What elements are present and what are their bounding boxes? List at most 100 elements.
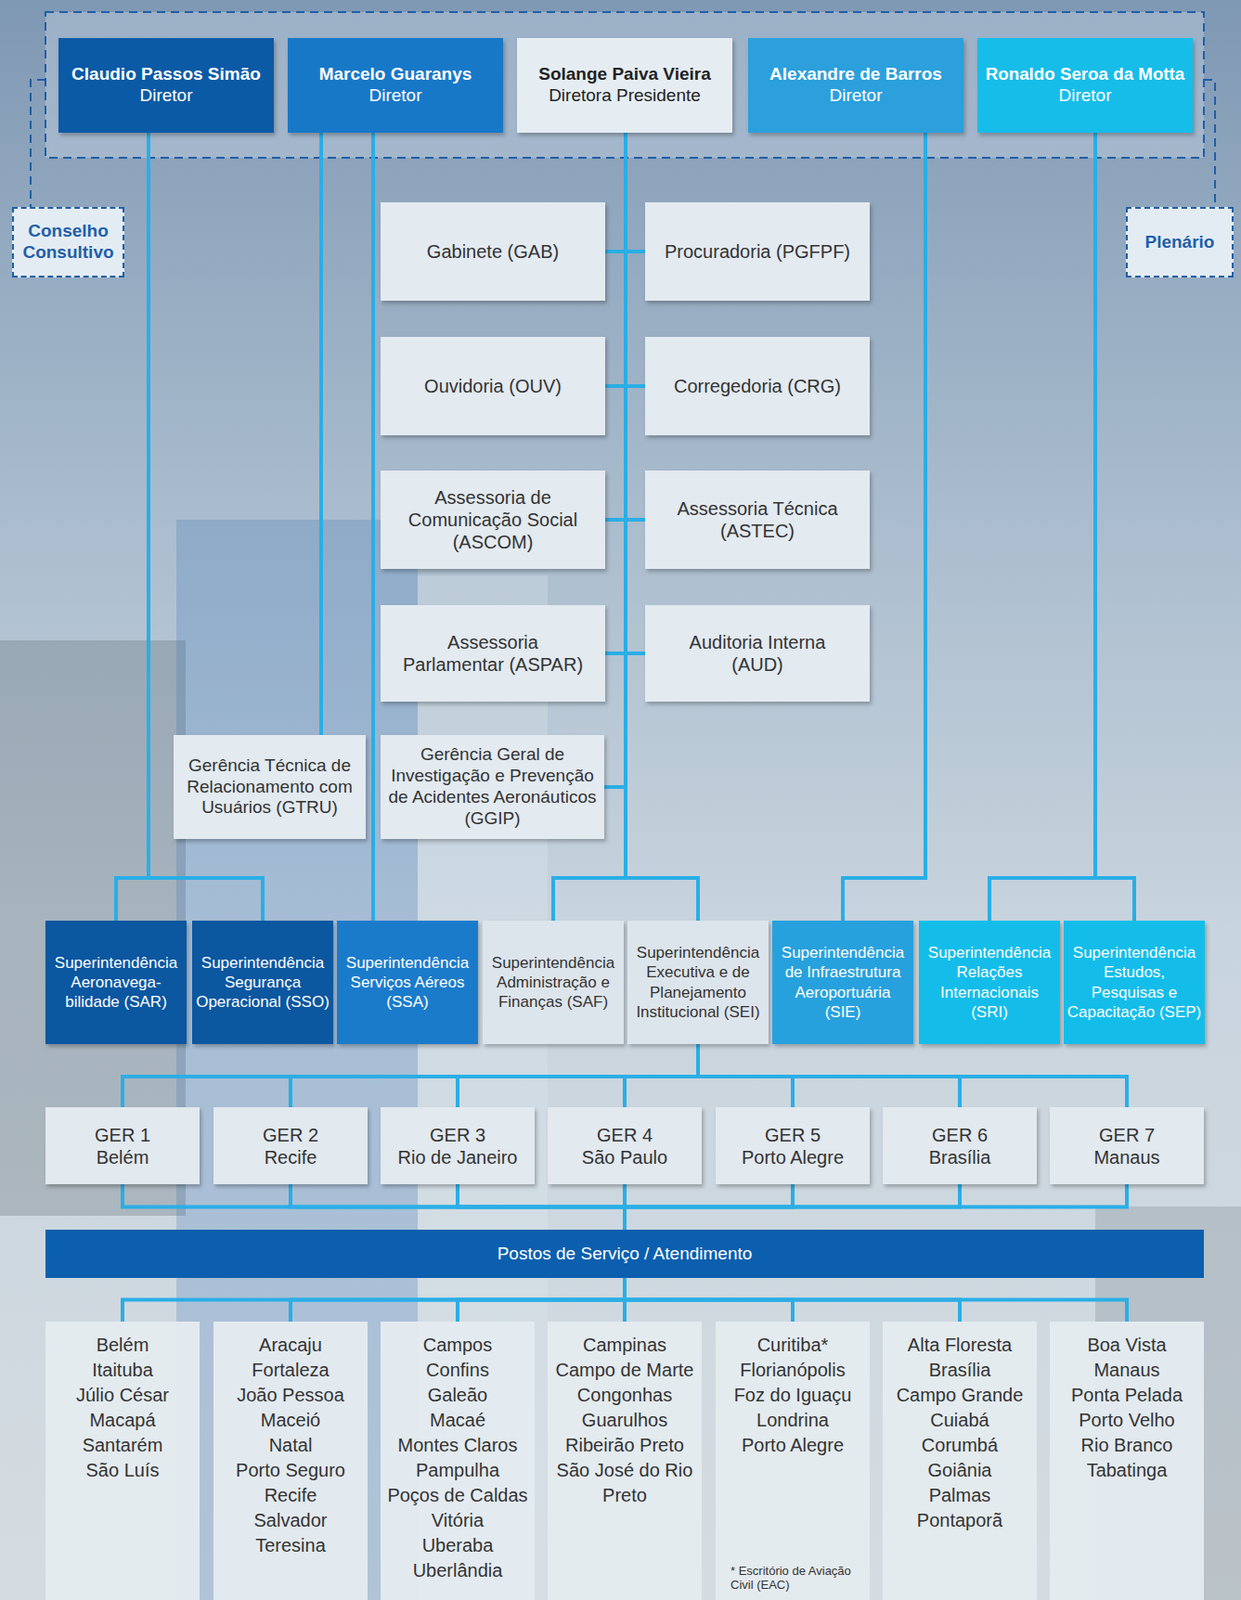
superintendence-box: Superintendência Administração e Finança… bbox=[482, 920, 624, 1045]
post-city: Macaé bbox=[386, 1408, 530, 1434]
post-city: Fortaleza bbox=[219, 1357, 362, 1384]
post-city: Congonhas bbox=[553, 1383, 697, 1409]
post-city: Itaituba bbox=[51, 1357, 194, 1384]
region-city: Rio de Janeiro bbox=[386, 1146, 530, 1169]
org-connector bbox=[290, 1184, 625, 1230]
director-box: Marcelo GuaranysDiretor bbox=[287, 38, 504, 133]
superintendence-box: Superintendência Aeronavega- bilidade (S… bbox=[45, 920, 187, 1045]
post-city: Uberlândia bbox=[386, 1558, 530, 1584]
council-label: Conselho Consultivo bbox=[19, 220, 117, 264]
region-code: GER 5 bbox=[721, 1124, 865, 1147]
director-name: Solange Paiva Vieira bbox=[524, 64, 725, 86]
superintendence-name: Superintendência Segurança Operacional (… bbox=[194, 953, 331, 1013]
post-city: Manaus bbox=[1055, 1357, 1199, 1384]
staff-unit-box: Assessoria de Comunicação Social (ASCOM) bbox=[380, 470, 606, 569]
unit-name: Gabinete (GAB) bbox=[397, 240, 589, 263]
post-city: Corumbá bbox=[888, 1433, 1032, 1459]
director-box: Solange Paiva VieiraDiretora Presidente bbox=[517, 38, 733, 133]
superintendence-name: Superintendência de Infraestrutura Aerop… bbox=[775, 943, 911, 1022]
org-connector bbox=[319, 132, 324, 736]
superintendence-box: Superintendência Estudos, Pesquisas e Ca… bbox=[1063, 920, 1205, 1045]
post-city: Teresina bbox=[219, 1533, 362, 1559]
post-city: Porto Alegre bbox=[721, 1433, 865, 1459]
director-role: Diretor bbox=[755, 85, 957, 107]
post-city: Rio Branco bbox=[1055, 1433, 1199, 1459]
regional-office-box: GER 4São Paulo bbox=[547, 1107, 702, 1185]
regional-office-box: GER 2Recife bbox=[213, 1107, 368, 1185]
unit-name: Corregedoria (CRG) bbox=[661, 374, 854, 398]
director-name: Ronaldo Seroa da Motta bbox=[984, 64, 1186, 86]
post-city: Macapá bbox=[51, 1408, 194, 1434]
post-city: Guarulhos bbox=[553, 1408, 697, 1434]
org-connector bbox=[604, 132, 626, 788]
unit-name: Gerência Geral de Investigação e Prevenç… bbox=[387, 744, 597, 829]
org-connector bbox=[605, 132, 626, 387]
region-code: GER 3 bbox=[386, 1124, 530, 1147]
superintendence-name: Superintendência Serviços Aéreos (SSA) bbox=[339, 953, 476, 1013]
region-city: Recife bbox=[219, 1146, 362, 1169]
org-connector bbox=[605, 132, 626, 520]
org-connector bbox=[624, 1278, 1127, 1322]
post-city: Tabatinga bbox=[1055, 1458, 1199, 1484]
service-post-list: BelémItaitubaJúlio CésarMacapáSantarémSã… bbox=[45, 1321, 200, 1600]
post-city: Londrina bbox=[721, 1408, 865, 1434]
superintendence-box: Superintendência Executiva e de Planejam… bbox=[627, 920, 769, 1045]
director-box: Ronaldo Seroa da MottaDiretor bbox=[977, 38, 1193, 133]
org-connector bbox=[625, 132, 646, 387]
director-role: Diretor bbox=[295, 85, 496, 107]
post-city: João Pessoa bbox=[219, 1383, 362, 1409]
post-city: Boa Vista bbox=[1055, 1332, 1199, 1358]
region-code: GER 2 bbox=[219, 1124, 362, 1147]
management-box: Gerência Técnica de Relacionamento com U… bbox=[173, 735, 366, 840]
region-code: GER 1 bbox=[51, 1124, 194, 1147]
unit-name: Procuradoria (PGFPF) bbox=[661, 240, 854, 263]
footnote: * Escritório de Aviação Civil (EAC) bbox=[721, 1564, 865, 1593]
regional-office-box: GER 1Belém bbox=[45, 1107, 200, 1185]
post-city: Florianópolis bbox=[721, 1357, 865, 1384]
band-label: Postos de Serviço / Atendimento bbox=[45, 1243, 1204, 1266]
staff-unit-box: Procuradoria (PGFPF) bbox=[645, 202, 870, 301]
post-city: Campo de Marte bbox=[553, 1357, 697, 1384]
post-city: Aracaju bbox=[219, 1332, 362, 1358]
org-connector bbox=[122, 1278, 625, 1322]
post-city: Confins bbox=[386, 1357, 530, 1384]
service-post-list: Boa VistaManausPonta PeladaPorto VelhoRi… bbox=[1049, 1321, 1204, 1600]
director-name: Claudio Passos Simão bbox=[65, 64, 267, 86]
post-city: Campos bbox=[386, 1332, 530, 1358]
post-city: Galeão bbox=[386, 1383, 530, 1409]
dashed-bracket bbox=[30, 79, 46, 207]
regional-office-box: GER 7Manaus bbox=[1049, 1107, 1204, 1185]
post-city: Maceió bbox=[219, 1408, 362, 1434]
post-city: Pampulha bbox=[386, 1458, 530, 1484]
post-city: Curitiba* bbox=[721, 1332, 865, 1358]
post-city: Uberaba bbox=[386, 1533, 530, 1559]
post-city: Natal bbox=[219, 1433, 362, 1459]
unit-name: Assessoria de Comunicação Social (ASCOM) bbox=[397, 486, 589, 554]
service-post-list: CampinasCampo de MarteCongonhasGuarulhos… bbox=[547, 1321, 702, 1600]
council-box: Conselho Consultivo bbox=[12, 206, 125, 278]
service-post-list: Curitiba*FlorianópolisFoz do IguaçuLondr… bbox=[715, 1321, 870, 1600]
director-name: Alexandre de Barros bbox=[755, 64, 957, 86]
service-post-list: Alta FlorestaBrasíliaCampo GrandeCuiabáC… bbox=[882, 1321, 1037, 1600]
superintendence-box: Superintendência Segurança Operacional (… bbox=[192, 920, 334, 1045]
org-connector bbox=[457, 1184, 625, 1230]
post-city: Campo Grande bbox=[888, 1383, 1032, 1409]
staff-unit-box: Assessoria Parlamentar (ASPAR) bbox=[380, 605, 606, 702]
post-city: Ribeirão Preto bbox=[553, 1433, 697, 1459]
unit-name: Ouvidoria (OUV) bbox=[397, 374, 589, 398]
unit-name: Assessoria Parlamentar (ASPAR) bbox=[397, 631, 589, 676]
unit-name: Gerência Técnica de Relacionamento com U… bbox=[180, 755, 359, 819]
org-connector bbox=[624, 1044, 699, 1108]
regional-office-box: GER 3Rio de Janeiro bbox=[380, 1107, 535, 1185]
org-connector bbox=[989, 132, 1096, 921]
region-city: Porto Alegre bbox=[721, 1146, 865, 1169]
post-city: Montes Claros bbox=[386, 1433, 530, 1459]
council-label: Plenário bbox=[1133, 232, 1227, 254]
dashed-bracket bbox=[1203, 79, 1216, 207]
post-city: Alta Floresta bbox=[888, 1332, 1032, 1358]
staff-unit-box: Auditoria Interna (AUD) bbox=[645, 605, 870, 702]
org-connector bbox=[625, 132, 646, 654]
superintendence-name: Superintendência Aeronavega- bilidade (S… bbox=[48, 953, 184, 1013]
post-city: Recife bbox=[219, 1483, 362, 1509]
